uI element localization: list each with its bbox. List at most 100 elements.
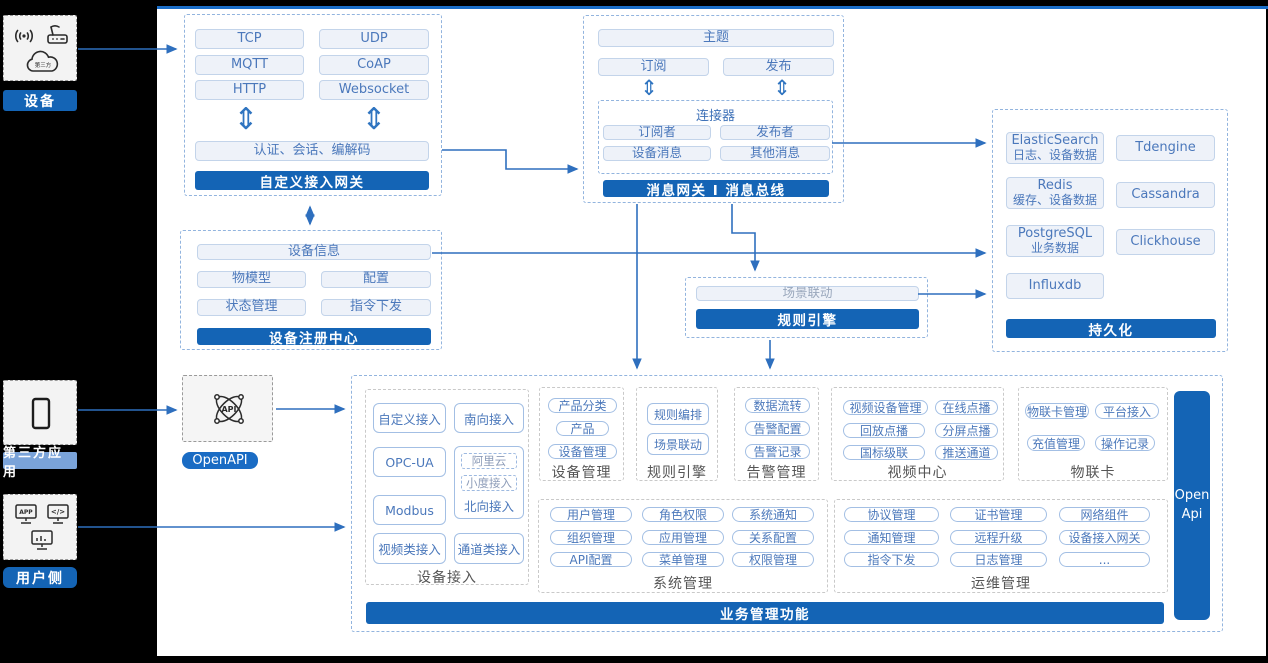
product-button: 产品 [556,421,609,436]
northbound-access-group: 阿里云 小度接入 北向接入 [454,446,524,519]
more-ellipsis-button: ... [1059,552,1150,567]
router-icon [44,23,70,46]
remote-upgrade-button: 远程升级 [950,530,1047,545]
protocol-udp: UDP [319,29,429,49]
chart-monitor-icon [29,529,55,551]
openapi-badge: OpenAPI [182,452,258,469]
section-system-mgmt: 用户管理 角色权限 系统通知 组织管理 应用管理 关系配置 API配置 菜单管理… [538,499,828,593]
custom-gateway-box: TCP UDP MQTT CoAP HTTP Websocket ⇕ ⇕ 认证、… [184,14,442,196]
message-bus-box: 主题 订阅 发布 ⇕ ⇕ 连接器 订阅者 发布者 设备消息 其他消息 消息网关 … [583,15,844,203]
role-permission-button: 角色权限 [642,507,724,522]
svg-text:</>: </> [51,508,65,516]
device-registry-box: 设备信息 物模型 配置 状态管理 指令下发 设备注册中心 [180,230,442,350]
svg-text:API: API [221,405,236,414]
config-button: 配置 [321,271,431,288]
subscribe-button: 订阅 [598,58,709,76]
gb-cascade-button: 国标级联 [843,445,925,460]
open-api-line2: Api [1181,506,1203,522]
alarm-config-button: 告警配置 [745,421,810,436]
custom-gateway-banner: 自定义接入网关 [195,171,429,191]
thirdparty-badge: 第三方应用 [3,446,77,480]
protocol-mqtt: MQTT [195,55,304,75]
auth-session-codec-bar: 认证、会话、编解码 [195,141,429,161]
command-dispatch-button: 指令下发 [844,552,939,567]
updown-arrow-icon: ⇕ [233,102,259,137]
device-group-box: 第三方 [3,15,77,81]
influxdb-item: Influxdb [1006,273,1104,299]
log-mgmt-button: 日志管理 [950,552,1047,567]
app-monitor-icon: APP [13,503,39,525]
cert-mgmt-button: 证书管理 [950,507,1047,522]
device-message-button: 设备消息 [603,146,711,161]
top-accent-line [157,6,1268,9]
protocol-mgmt-button: 协议管理 [844,507,939,522]
section-device-access: 自定义接入 南向接入 OPC-UA 阿里云 小度接入 北向接入 Modbus 视… [365,389,529,586]
app-mgmt-button: 应用管理 [642,530,724,545]
relation-config-button: 关系配置 [732,530,814,545]
iot-card-mgmt-button: 物联卡管理 [1025,403,1089,419]
section-rule-engine: 规则编排 场景联动 规则引擎 [636,387,718,481]
rule-orchestration-button: 规则编排 [647,403,709,425]
broadcast-signal-icon [12,26,36,46]
section-ops-mgmt: 协议管理 证书管理 网络组件 通知管理 远程升级 设备接入网关 指令下发 日志管… [834,499,1168,593]
product-category-button: 产品分类 [548,398,617,413]
rule-engine-box: 场景联动 规则引擎 [685,277,928,338]
protocol-http: HTTP [195,80,304,100]
section-title: 系统管理 [653,576,713,592]
cassandra-item: Cassandra [1116,182,1215,208]
db-name: Redis [1037,177,1073,193]
system-notice-button: 系统通知 [732,507,814,522]
postgresql-item: PostgreSQL 业务数据 [1006,225,1104,257]
message-bus-banner: 消息网关 I 消息总线 [603,180,829,199]
alarm-record-button: 告警记录 [745,444,810,459]
section-title: 运维管理 [971,576,1031,592]
southbound-access-button: 南向接入 [454,403,524,433]
split-screen-button: 分屏点播 [935,423,998,438]
scene-linkage-button: 场景联动 [647,433,709,455]
section-title: 物联卡 [1070,465,1116,481]
updown-arrow-icon: ⇕ [640,76,658,100]
thirdparty-app-box [3,380,77,445]
persistence-banner: 持久化 [1006,319,1216,339]
db-name: PostgreSQL [1017,225,1093,241]
open-api-bar: Open Api [1174,391,1210,620]
protocol-coap: CoAP [319,55,429,75]
video-device-mgmt-button: 视频设备管理 [843,400,928,415]
thirdparty-cloud-icon: 第三方 [24,48,62,76]
topic-bar: 主题 [598,29,834,47]
push-channel-button: 推送通道 [935,445,998,460]
redis-item: Redis 缓存、设备数据 [1006,177,1104,209]
opc-ua-button: OPC-UA [373,447,446,477]
device-access-gateway-button: 设备接入网关 [1059,530,1150,545]
channel-access-button: 通道类接入 [454,533,524,564]
video-access-button: 视频类接入 [373,533,446,564]
operation-record-button: 操作记录 [1095,435,1155,451]
device-info-bar: 设备信息 [197,244,431,260]
section-device-mgmt: 产品分类 产品 设备管理 设备管理 [539,387,624,481]
device-registry-banner: 设备注册中心 [197,328,431,347]
notice-mgmt-button: 通知管理 [844,530,939,545]
xiaodu-access-button: 小度接入 [461,475,517,491]
status-mgmt-button: 状态管理 [197,299,306,316]
user-side-badge: 用户侧 [3,567,77,588]
aliyun-button: 阿里云 [461,453,517,469]
command-dispatch-button: 指令下发 [321,299,431,316]
api-atom-icon: API [207,387,251,431]
device-mgmt-button: 设备管理 [548,444,617,459]
db-desc: 日志、设备数据 [1012,147,1097,162]
business-banner: 业务管理功能 [366,602,1164,624]
section-video-center: 视频设备管理 在线点播 回放点播 分屏点播 国标级联 推送通道 视频中心 [831,387,1004,481]
menu-mgmt-button: 菜单管理 [642,552,724,567]
publisher-button: 发布者 [720,125,830,140]
data-flow-button: 数据流转 [745,398,810,413]
section-iot-card: 物联卡管理 平台接入 充值管理 操作记录 物联卡 [1018,387,1168,481]
other-message-button: 其他消息 [720,146,830,161]
openapi-box: API [182,375,273,442]
db-desc: 业务数据 [1030,240,1079,255]
phone-icon [31,397,51,430]
thing-model-button: 物模型 [197,271,306,288]
section-title: 视频中心 [887,465,948,481]
scene-linkage-bar: 场景联动 [696,286,919,301]
permission-mgmt-button: 权限管理 [732,552,814,567]
